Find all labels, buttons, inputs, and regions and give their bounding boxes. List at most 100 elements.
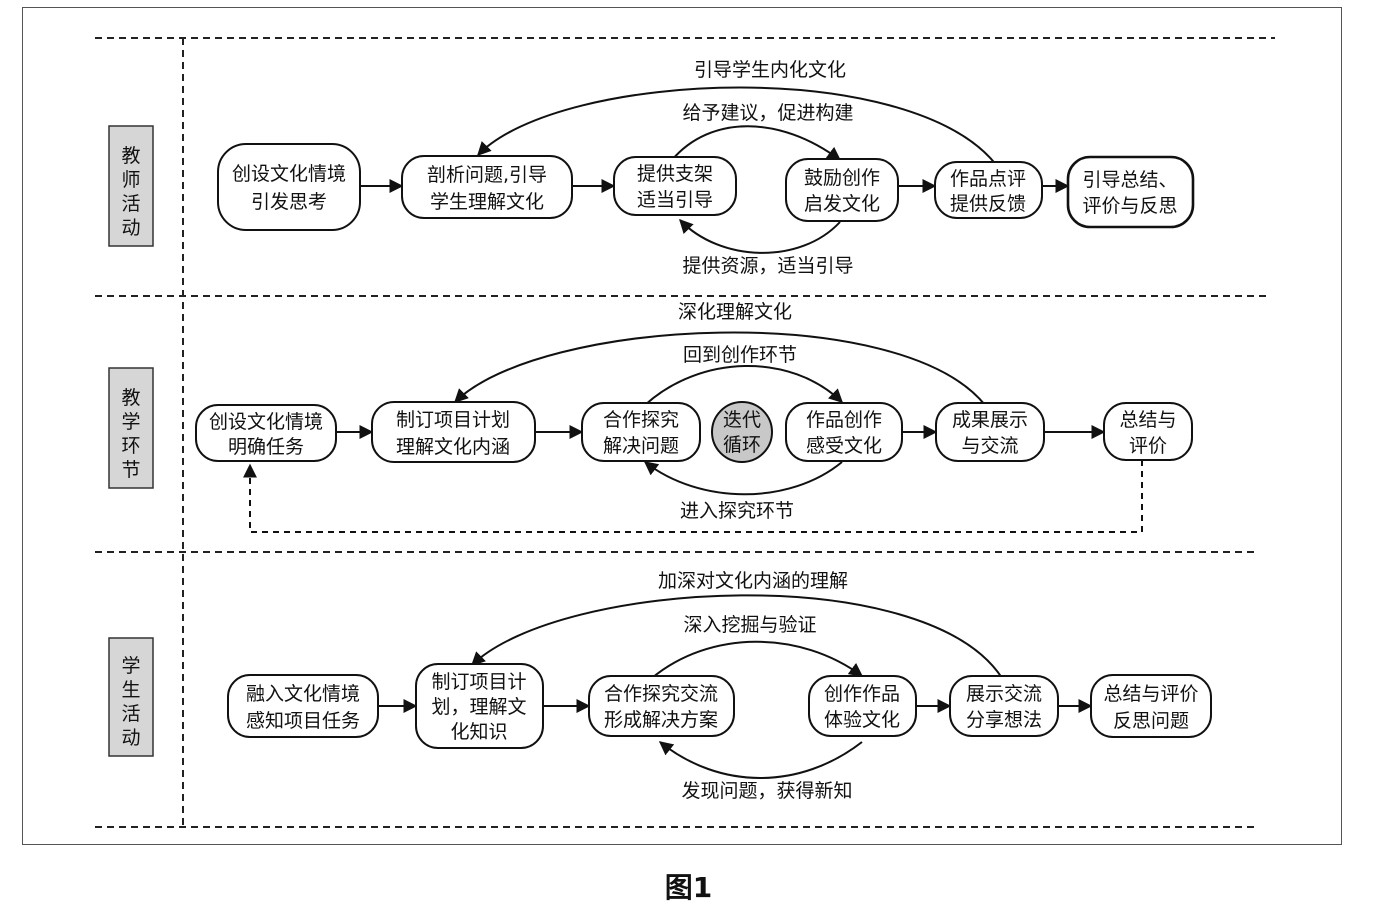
node-text: 分享想法 — [966, 709, 1042, 731]
outer-loop-arrow — [454, 331, 986, 406]
node-text: 感受文化 — [806, 435, 882, 457]
inner-loop-top-label: 给予建议，促进构建 — [682, 102, 853, 124]
node-text: 提供反馈 — [950, 193, 1026, 215]
flow-node: 成果展示 与交流 — [935, 402, 1045, 462]
row-label-teacher: 教师 活 动 — [108, 125, 154, 247]
outer-loop-label: 深化理解文化 — [678, 301, 792, 323]
node-text: 循环 — [723, 434, 761, 456]
inner-loop-top-arrow — [644, 365, 844, 406]
inner-loop-top-label: 回到创作环节 — [683, 344, 797, 366]
outer-loop-label: 加深对文化内涵的理解 — [658, 570, 848, 592]
node-text: 迭代 — [723, 409, 761, 431]
node-text: 与交流 — [961, 435, 1018, 457]
row-label-text: 动 — [121, 217, 140, 239]
node-text: 划，理解文 — [431, 696, 526, 718]
node-text: 引导总结、 — [1082, 169, 1177, 191]
flow-node: 融入文化情境 感知项目任务 — [227, 674, 379, 738]
inner-loop-bottom-arrow — [658, 741, 863, 779]
flow-node: 作品点评 提供反馈 — [934, 161, 1043, 219]
flow-node: 制订项目计 划，理解文 化知识 — [415, 663, 544, 749]
flow-diagram: 教师 活 动 教 学 环 节 学 生 活 动 创设文化情境 引发思考 — [95, 37, 1275, 828]
node-text: 体验文化 — [824, 709, 900, 731]
node-text: 创作作品 — [824, 683, 900, 705]
node-text: 反思问题 — [1113, 710, 1189, 732]
flow-node: 展示交流 分享想法 — [949, 675, 1059, 737]
inner-loop-bottom-label: 进入探究环节 — [680, 500, 794, 522]
flow-node: 创设文化情境 引发思考 — [217, 143, 361, 231]
node-text: 成果展示 — [952, 409, 1028, 431]
inner-loop-bottom-arrow — [679, 218, 841, 254]
row-label-text: 师 — [121, 169, 140, 191]
flow-node: 总结与 评价 — [1103, 402, 1193, 461]
row-label-text: 动 — [121, 727, 140, 749]
row-student-nodes: 融入文化情境 感知项目任务 制订项目计 划，理解文 化知识 合作探究交流 形成解… — [227, 663, 1212, 749]
node-text: 创设文化情境 — [209, 411, 323, 433]
node-text: 作品创作 — [806, 409, 882, 431]
outer-loop-label: 引导学生内化文化 — [694, 59, 846, 81]
row-label-text: 生 — [121, 679, 140, 701]
inner-loop-top-arrow — [671, 125, 842, 161]
row-label-teaching: 教 学 环 节 — [108, 367, 154, 489]
inner-loop-top-arrow — [651, 640, 864, 679]
flow-node: 作品创作 感受文化 — [785, 402, 903, 462]
row-teaching — [243, 331, 1143, 533]
flow-node: 引导总结、 评价与反思 — [1066, 155, 1195, 229]
inner-loop-bottom-arrow — [643, 461, 843, 496]
node-text: 作品点评 — [950, 168, 1026, 190]
row-label-text: 活 — [121, 703, 140, 725]
node-text: 创设文化情境 — [232, 163, 346, 185]
iteration-circle: 迭代 循环 — [711, 401, 773, 463]
inner-loop-bottom-label: 提供资源，适当引导 — [682, 255, 853, 277]
node-text: 化知识 — [450, 721, 507, 743]
row-label-text: 学 — [121, 411, 140, 433]
node-text: 剖析问题,引导 — [427, 164, 547, 186]
row-label-student: 学 生 活 动 — [108, 637, 154, 757]
row-student — [378, 594, 1093, 779]
figure-frame — [22, 7, 1342, 845]
node-text: 总结与评价 — [1103, 683, 1198, 705]
flow-node: 合作探究交流 形成解决方案 — [588, 675, 735, 737]
flow-node: 创设文化情境 明确任务 — [195, 404, 337, 462]
node-text: 合作探究 — [603, 409, 679, 431]
row-label-text: 学 — [121, 655, 140, 677]
row-teacher-nodes: 创设文化情境 引发思考 剖析问题,引导 学生理解文化 提供支架 适当引导 鼓励创… — [217, 143, 1195, 231]
row-label-text: 教 — [121, 145, 140, 167]
row-label-text: 节 — [121, 459, 140, 481]
node-text: 形成解决方案 — [604, 709, 718, 731]
row-label-text: 教 — [121, 387, 140, 409]
node-text: 适当引导 — [637, 189, 713, 211]
node-text: 引发思考 — [251, 191, 327, 213]
flow-node: 合作探究 解决问题 — [581, 402, 701, 462]
outer-loop-arrow — [477, 86, 1001, 171]
inner-loop-bottom-label: 发现问题，获得新知 — [681, 780, 852, 802]
flow-node: 鼓励创作 启发文化 — [785, 158, 899, 222]
node-text: 启发文化 — [804, 193, 880, 215]
flow-node: 制订项目计划 理解文化内涵 — [371, 401, 536, 463]
row-label-text: 环 — [121, 435, 140, 457]
row-teacher — [360, 86, 1070, 254]
node-text: 展示交流 — [966, 683, 1042, 705]
node-text: 制订项目计划 — [396, 409, 510, 431]
node-text: 融入文化情境 — [246, 683, 360, 705]
node-text: 感知项目任务 — [246, 710, 360, 732]
node-text: 解决问题 — [603, 435, 679, 457]
figure-caption: 图1 — [664, 871, 713, 904]
node-text: 提供支架 — [637, 163, 713, 185]
node-text: 学生理解文化 — [430, 191, 544, 213]
node-text: 总结与 — [1119, 409, 1176, 431]
row-separators — [95, 37, 1275, 828]
node-text: 鼓励创作 — [804, 167, 880, 189]
flow-node: 提供支架 适当引导 — [613, 156, 737, 216]
row-teaching-nodes: 创设文化情境 明确任务 制订项目计划 理解文化内涵 合作探究 解决问题 迭代 循… — [195, 401, 1193, 463]
feedback-dashed-arrow — [243, 460, 1143, 533]
node-text: 理解文化内涵 — [396, 436, 510, 458]
node-text: 评价与反思 — [1082, 195, 1177, 217]
row-label-text: 活 — [121, 193, 140, 215]
node-text: 合作探究交流 — [604, 683, 718, 705]
flow-node: 剖析问题,引导 学生理解文化 — [401, 155, 573, 219]
outer-loop-arrow — [470, 594, 1003, 679]
flow-node: 创作作品 体验文化 — [808, 675, 917, 737]
node-text: 明确任务 — [228, 436, 304, 458]
node-text: 制订项目计 — [431, 671, 526, 693]
node-text: 评价 — [1129, 435, 1167, 457]
